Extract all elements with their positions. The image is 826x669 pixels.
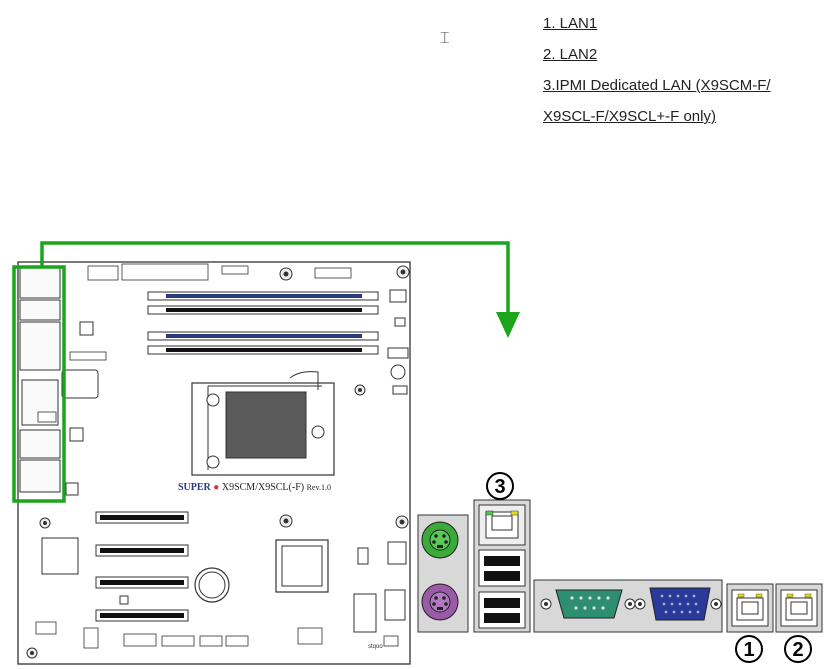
svg-text:SUPER ● X9SCM/X9SC: SUPER ● X9SCM/X9SCL(-F) Rev.1.0 — [178, 482, 331, 493]
vga-port — [634, 587, 722, 621]
legend-item-ipmi-models: X9SCL-F/X9SCL+-F only) — [543, 108, 716, 125]
motherboard: SUPER ● X9SCM/X9SCL(-F) Rev.1.0 — [17, 261, 411, 665]
com-port — [540, 589, 636, 619]
legend-item-lan1: 1. LAN1 — [543, 15, 598, 32]
board-revision: Rev.1.0 — [307, 483, 331, 492]
rear-io-panel — [417, 499, 823, 633]
legend-item-ipmi: 3.IPMI Dedicated LAN (X9SCM-F/ — [543, 77, 771, 94]
lan-legend: 1. LAN1 2. LAN2 3.IPMI Dedicated LAN (X9… — [543, 8, 826, 132]
usb-ports — [478, 549, 526, 629]
callout-ipmi: 3 — [486, 472, 514, 500]
arrow-head-icon — [496, 312, 520, 338]
pci-slots — [95, 511, 189, 622]
bottom-headers — [35, 621, 399, 649]
callout-lan1-number: 1 — [743, 639, 754, 661]
mounting-hole-icon — [26, 265, 410, 659]
rear-io-stack — [19, 267, 61, 493]
board-footer-mark: stqoo — [368, 644, 383, 650]
ps2-mouse-port — [421, 521, 459, 559]
lan-highlight-arrow — [12, 241, 520, 503]
callout-ipmi-number: 3 — [494, 476, 505, 498]
small-components — [61, 289, 409, 496]
lan2-port — [780, 589, 818, 627]
lan1-port — [731, 589, 769, 627]
ps2-keyboard-port — [421, 583, 459, 621]
legend-item-lan2: 2. LAN2 — [543, 46, 598, 63]
chipset-area — [41, 537, 407, 633]
callout-lan1: 1 — [735, 635, 763, 663]
text-cursor-icon: ⌶ — [440, 30, 450, 47]
top-headers — [37, 263, 352, 423]
board-brand: SUPER — [178, 482, 212, 493]
dimm-slots — [147, 291, 379, 355]
cpu-socket — [191, 371, 335, 476]
board-model: X9SCM/X9SCL(-F) — [222, 482, 304, 493]
ipmi-lan-port — [478, 504, 526, 546]
callout-lan2: 2 — [784, 635, 812, 663]
callout-lan2-number: 2 — [792, 639, 803, 661]
